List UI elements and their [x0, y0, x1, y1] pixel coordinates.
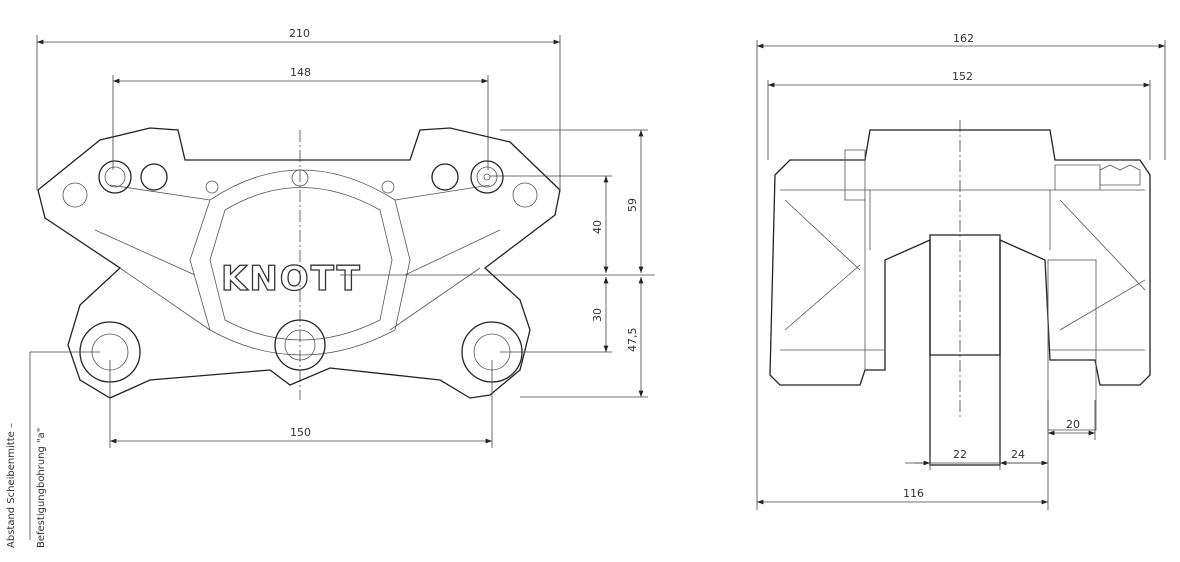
- bleed-fitting: [1099, 164, 1141, 186]
- dim-30: 30: [591, 308, 604, 322]
- dim-152: 152: [952, 70, 973, 83]
- dim-47-5: 47,5: [626, 328, 639, 353]
- note-line-1: Abstand Scheibenmitte –: [6, 423, 17, 548]
- side-extension-lines: [756, 40, 1166, 510]
- dim-24: 24: [1011, 448, 1025, 461]
- dim-162: 162: [953, 32, 974, 45]
- dim-148: 148: [290, 66, 311, 79]
- knott-logo: KNOTT: [221, 259, 362, 299]
- caliper-outline: [37, 127, 561, 399]
- dim-150: 150: [290, 426, 311, 439]
- extension-lines: [29, 35, 648, 540]
- piston-housing-inner: [209, 187, 393, 341]
- mount-flange: [1047, 259, 1097, 431]
- dim-116: 116: [903, 487, 924, 500]
- piston-housing-outer: [189, 169, 411, 356]
- dim-59: 59: [626, 198, 639, 212]
- brake-disc: [929, 234, 1001, 466]
- note-line-2: Befestigungbohrung "a": [36, 428, 47, 548]
- front-view: KNOTT 210 148 150 40 30 59 47,5 Abstand …: [6, 27, 655, 548]
- side-body-details: [780, 149, 1145, 370]
- side-ribs: [784, 199, 1146, 331]
- dim-22: 22: [953, 448, 967, 461]
- dim-210: 210: [289, 27, 310, 40]
- side-view: 162 152 116 22 24 20: [756, 32, 1166, 510]
- body-ribs: [94, 184, 501, 331]
- dim-40: 40: [591, 220, 604, 234]
- dim-20: 20: [1066, 418, 1080, 431]
